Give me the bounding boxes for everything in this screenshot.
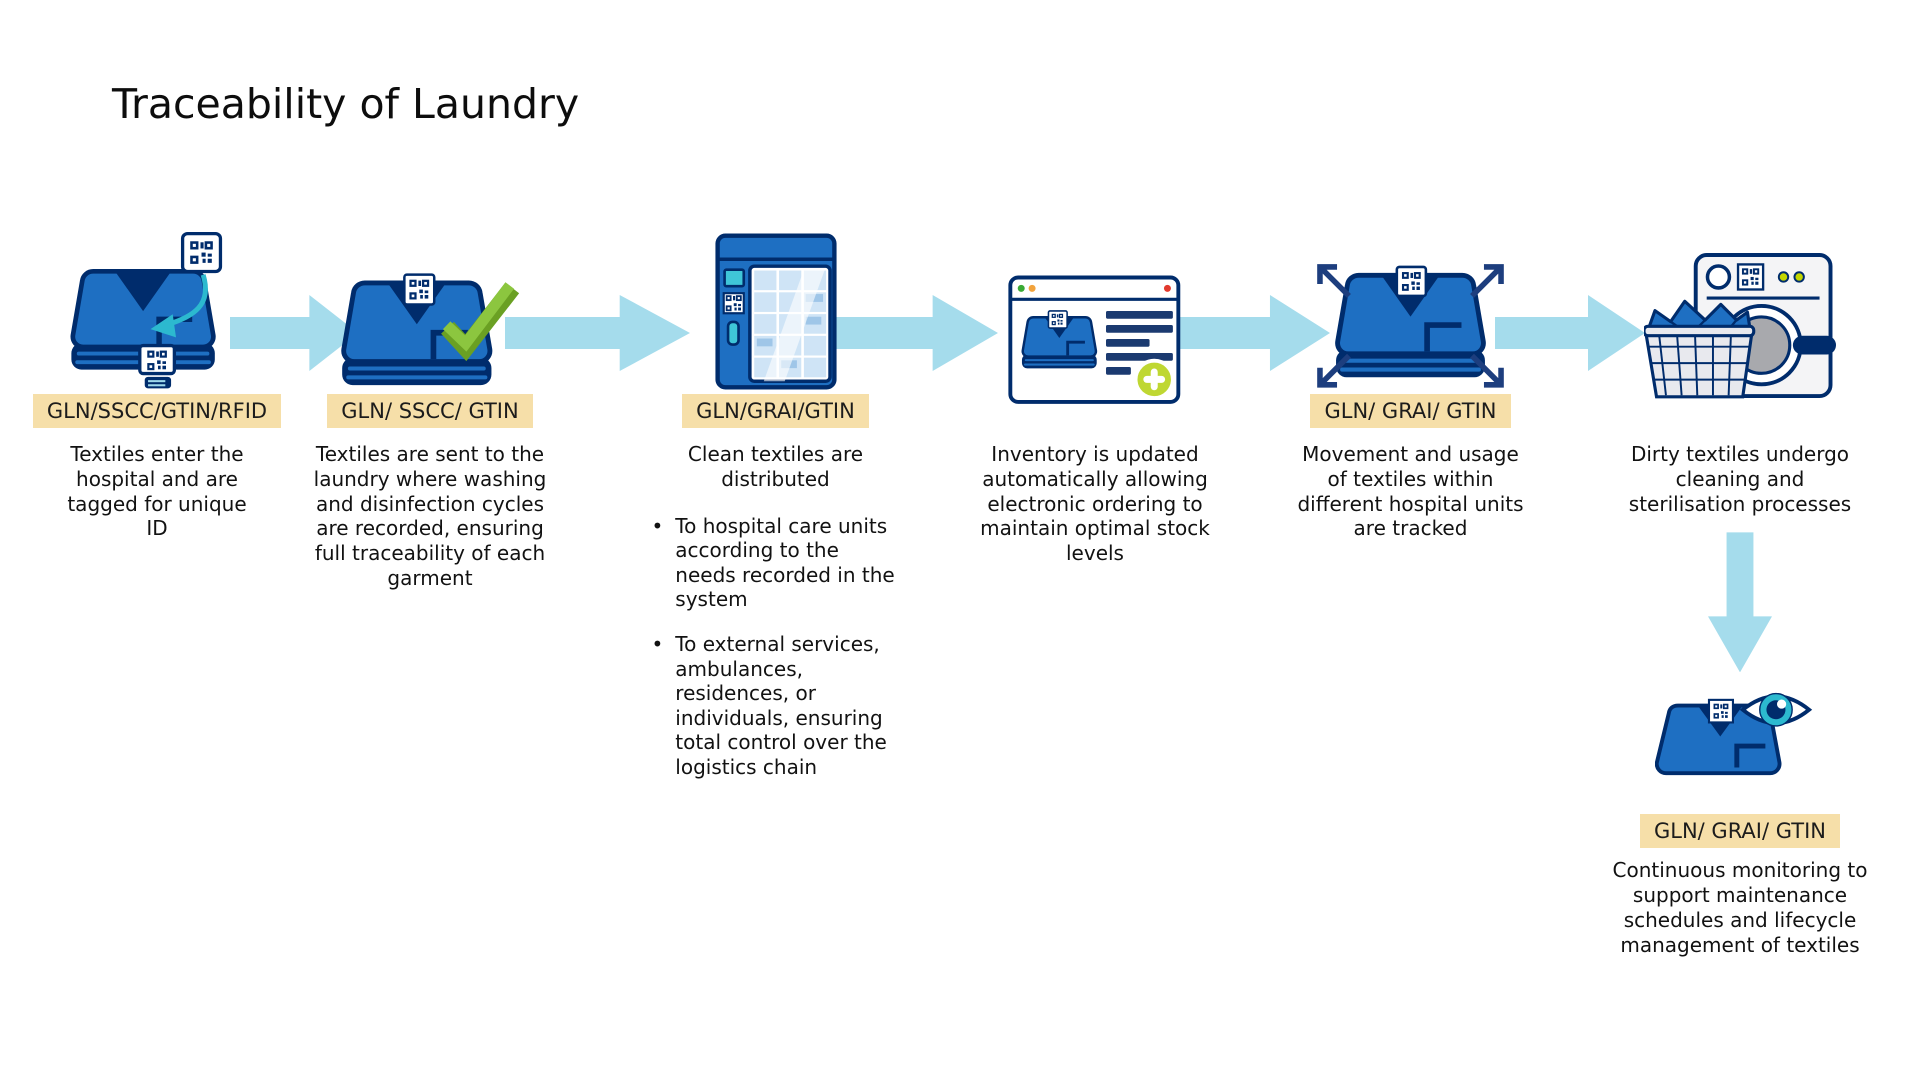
list-item: • To hospital care units according to th…: [652, 514, 900, 612]
step-description: Textiles enter the hospital and are tagg…: [67, 442, 247, 541]
step-description: Dirty textiles undergo cleaning and ster…: [1628, 442, 1852, 516]
shirt-tracking-icon: [1317, 264, 1504, 388]
gs1-keys-badge: GLN/GRAI/GTIN: [682, 394, 869, 428]
page-title: Traceability of Laundry: [112, 80, 580, 128]
step-description: Textiles are sent to the laundry where w…: [313, 442, 547, 590]
step-laundry-recording: GLN/ SSCC/ GTIN Textiles are sent to the…: [300, 195, 560, 591]
distribution-cabinet-icon: [714, 233, 837, 390]
step-icon-zone: [1007, 195, 1183, 404]
distribution-bullet-list: • To hospital care units according to th…: [652, 514, 900, 800]
step-tagging: GLN/SSCC/GTIN/RFID Textiles enter the ho…: [26, 195, 288, 541]
bullet-text: To hospital care units according to the …: [675, 513, 895, 612]
step-distribution: GLN/GRAI/GTIN Clean textiles are distrib…: [648, 195, 903, 800]
gs1-keys-badge: GLN/ SSCC/ GTIN: [327, 394, 533, 428]
step-icon-zone: [1644, 195, 1836, 399]
step-icon-zone: [714, 195, 837, 390]
step-inventory: Inventory is updated automatically allow…: [960, 195, 1230, 566]
list-item: • To external services, ambulances, resi…: [652, 632, 900, 780]
step-description: Movement and usage of textiles within di…: [1297, 442, 1524, 541]
gs1-keys-badge: GLN/ GRAI/ GTIN: [1310, 394, 1511, 428]
inventory-window-icon: [1007, 275, 1180, 404]
bullet-marker: •: [651, 513, 664, 538]
gs1-keys-badge: GLN/ GRAI/ GTIN: [1639, 814, 1840, 849]
step-movement-tracking: GLN/ GRAI/ GTIN Movement and usage of te…: [1283, 195, 1538, 541]
step-icon-zone: [333, 195, 528, 390]
bullet-marker: •: [651, 631, 664, 656]
gs1-keys-badge: GLN/SSCC/GTIN/RFID: [32, 394, 282, 428]
shirt-monitoring-icon: [1655, 693, 1813, 776]
flow-arrow-down-icon: [1708, 532, 1772, 673]
shirt-check-icon: [333, 273, 519, 390]
step-icon-zone: [1308, 195, 1513, 390]
step-description: Inventory is updated automatically allow…: [980, 442, 1210, 566]
washing-machine-icon: [1644, 253, 1836, 399]
step-cleaning: Dirty textiles undergo cleaning and ster…: [1605, 195, 1875, 958]
bullet-text: To external services, ambulances, reside…: [675, 631, 887, 779]
step-description: Clean textiles are distributed: [687, 442, 864, 491]
step-description: Continuous monitoring to support mainten…: [1612, 858, 1868, 957]
shirt-tag-icon: [69, 232, 222, 389]
step-icon-zone: [69, 195, 246, 390]
